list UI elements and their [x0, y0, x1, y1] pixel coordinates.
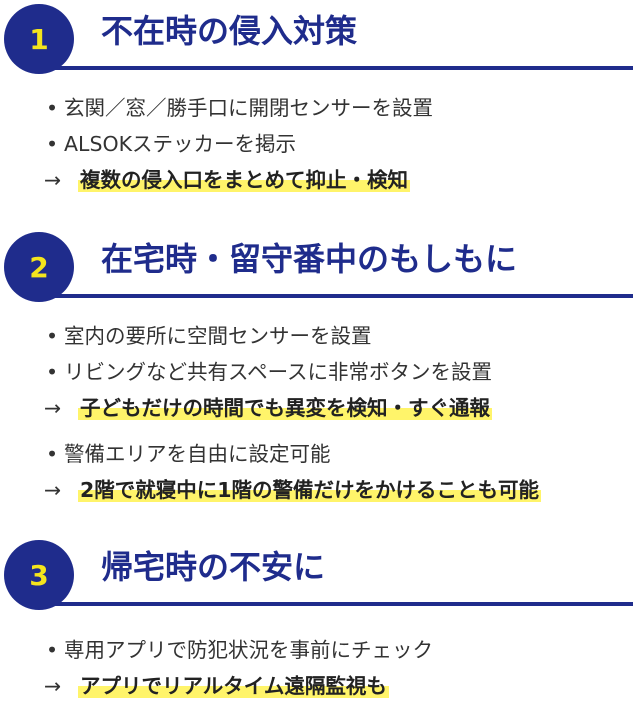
list-item-text: ALSOKステッカーを掲示 [64, 132, 297, 156]
arrow-icon: → [44, 674, 62, 698]
bullet-icon: • [46, 638, 59, 662]
section-1: 1 不在時の侵入対策 •玄関／窓／勝手口に開閉センサーを設置 •ALSOKステッ… [0, 0, 637, 192]
section-2-divider [38, 294, 633, 298]
list-item: •警備エリアを自由に設定可能 [46, 436, 636, 472]
section-3-header: 3 帰宅時の不安に [0, 536, 637, 610]
section-3-number-badge: 3 [4, 540, 74, 610]
section-2: 2 在宅時・留守番中のもしもに •室内の要所に空間センサーを設置 •リビングなど… [0, 228, 637, 502]
result-highlight: アプリでリアルタイム遠隔監視も [78, 674, 389, 698]
section-1-divider [38, 66, 633, 70]
list-item-text: 室内の要所に空間センサーを設置 [64, 324, 372, 348]
list-item: •室内の要所に空間センサーを設置 [46, 318, 636, 354]
arrow-icon: → [44, 396, 62, 420]
result-line: → 子どもだけの時間でも異変を検知・すぐ通報 [44, 390, 636, 428]
result-highlight: 2階で就寝中に1階の警備だけをかけることも可能 [78, 478, 542, 502]
bullet-icon: • [46, 360, 59, 384]
section-3: 3 帰宅時の不安に •専用アプリで防犯状況を事前にチェック → アプリでリアルタイ… [0, 536, 637, 698]
result-highlight: 複数の侵入口をまとめて抑止・検知 [78, 168, 410, 192]
bullet-icon: • [46, 96, 59, 120]
list-item: •ALSOKステッカーを掲示 [46, 126, 636, 162]
arrow-icon: → [44, 478, 62, 502]
arrow-icon: → [44, 168, 62, 192]
section-3-title: 帰宅時の不安に [101, 548, 326, 586]
list-item-text: リビングなど共有スペースに非常ボタンを設置 [64, 360, 493, 384]
list-item: •リビングなど共有スペースに非常ボタンを設置 [46, 354, 636, 390]
list-item-text: 玄関／窓／勝手口に開閉センサーを設置 [64, 96, 433, 120]
result-line: → アプリでリアルタイム遠隔監視も [44, 668, 636, 706]
section-1-number-badge: 1 [4, 4, 74, 74]
list-item-text: 専用アプリで防犯状況を事前にチェック [64, 638, 433, 662]
section-2-header: 2 在宅時・留守番中のもしもに [0, 228, 637, 302]
section-2-number-badge: 2 [4, 232, 74, 302]
bullet-icon: • [46, 132, 59, 156]
list-item: •玄関／窓／勝手口に開閉センサーを設置 [46, 90, 636, 126]
bullet-icon: • [46, 442, 59, 466]
section-2-title: 在宅時・留守番中のもしもに [101, 240, 518, 278]
list-item-text: 警備エリアを自由に設定可能 [64, 442, 331, 466]
list-item: •専用アプリで防犯状況を事前にチェック [46, 632, 636, 668]
result-highlight: 子どもだけの時間でも異変を検知・すぐ通報 [78, 396, 492, 420]
bullet-icon: • [46, 324, 59, 348]
result-line: → 2階で就寝中に1階の警備だけをかけることも可能 [44, 472, 636, 510]
result-line: → 複数の侵入口をまとめて抑止・検知 [44, 162, 636, 200]
section-1-title: 不在時の侵入対策 [101, 12, 358, 50]
section-3-divider [38, 602, 633, 606]
section-1-header: 1 不在時の侵入対策 [0, 0, 637, 74]
